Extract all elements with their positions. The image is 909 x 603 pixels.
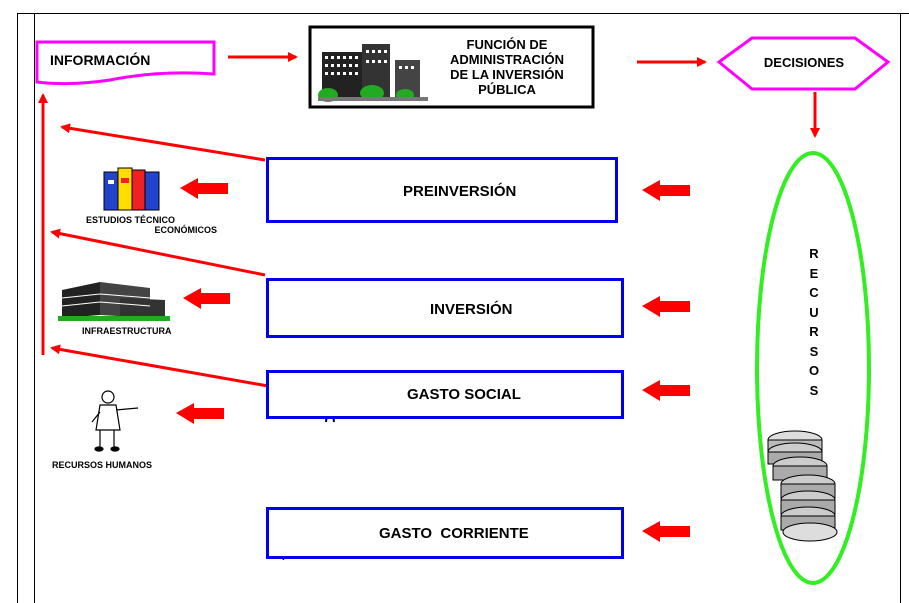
block-arrows-outputs <box>176 178 230 424</box>
recursos-letter: S <box>809 382 819 398</box>
frame-top-line <box>17 13 909 14</box>
recursos-letter: O <box>808 363 820 378</box>
gasto-social-label: GASTO SOCIAL <box>407 386 521 403</box>
funcion-label: FUNCIÓN DE ADMINISTRACIÓN DE LA INVERSIÓ… <box>432 37 582 97</box>
preinversion-box <box>266 157 618 223</box>
gasto-social-box <box>266 370 624 419</box>
frame-left-line <box>17 13 18 603</box>
funcion-line-4: PÚBLICA <box>478 82 536 97</box>
preinversion-label: PREINVERSIÓN <box>403 183 517 200</box>
recursos-letter: C <box>809 285 819 300</box>
funcion-line-2: ADMINISTRACIÓN <box>449 52 565 67</box>
estudios-label: ESTUDIOS TÉCNICO ECONÓMICOS <box>80 215 225 235</box>
funcion-line-1: FUNCIÓN DE <box>466 37 548 52</box>
person-icon <box>91 390 139 452</box>
inversion-box <box>266 278 624 338</box>
funcion-line-3: DE LA INVERSIÓN <box>450 67 564 82</box>
infraestructura-icon <box>58 282 170 321</box>
coins-icon <box>767 430 838 542</box>
recursos-letter: R <box>809 324 819 339</box>
recursos-letter: R <box>809 246 819 261</box>
books-icon <box>103 167 160 211</box>
arrow-inversion-feedback <box>50 228 266 277</box>
inversion-label: INVERSIÓN <box>430 301 513 318</box>
building-icon <box>318 44 428 102</box>
arrow-gastosocial-feedback <box>50 344 269 388</box>
recursos-humanos-label: RECURSOS HUMANOS <box>52 460 153 470</box>
infraestructura-label: INFRAESTRUCTURA <box>82 326 172 336</box>
recursos-letter: E <box>809 265 819 281</box>
recursos-letter: U <box>809 304 819 320</box>
estudios-line-2: ECONÓMICOS <box>154 225 217 235</box>
frame-inner-left-line <box>34 13 35 603</box>
arrow-preinversion-feedback <box>60 123 266 162</box>
block-arrows-resources <box>642 180 690 542</box>
estudios-line-1: ESTUDIOS TÉCNICO <box>86 215 176 225</box>
informacion-label: INFORMACIÓN <box>50 52 151 68</box>
decisiones-label: DECISIONES <box>763 55 845 70</box>
decisiones-shape <box>716 36 891 91</box>
recursos-vertical-label: R E C U R S O S <box>800 244 828 400</box>
frame-right-line <box>900 13 901 603</box>
gasto-corriente-label: GASTO CORRIENTE <box>379 525 529 542</box>
informacion-box <box>35 40 216 86</box>
gasto-corriente-box <box>266 507 624 559</box>
recursos-letter: S <box>809 343 819 359</box>
recursos-ellipse <box>755 151 871 585</box>
